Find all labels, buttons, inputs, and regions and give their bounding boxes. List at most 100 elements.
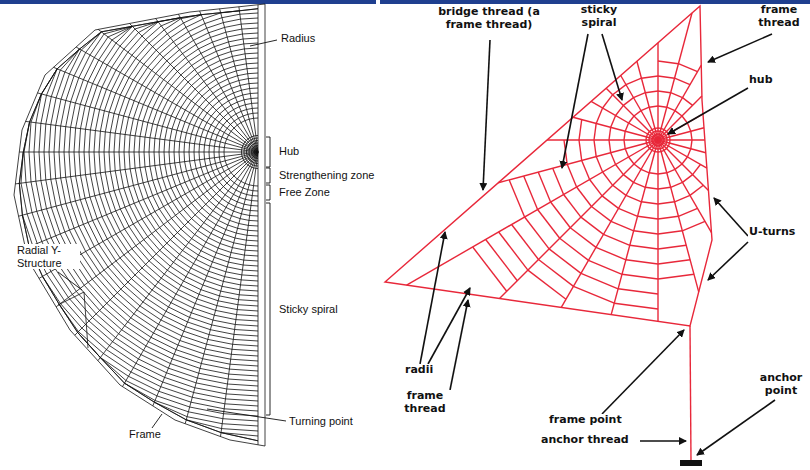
- sticky-spiral-segment: [634, 164, 641, 169]
- spiral-segment: [250, 157, 252, 158]
- spiral-segment: [252, 155, 253, 157]
- spiral-segment: [209, 139, 210, 145]
- hub-ring: [656, 145, 658, 147]
- spiral-segment: [188, 222, 198, 231]
- radius-thread: [407, 140, 658, 285]
- spiral-segment: [251, 164, 253, 166]
- spiral-segment: [180, 15, 201, 18]
- spiral-segment: [209, 335, 233, 340]
- spiral-segment: [160, 64, 171, 76]
- spiral-segment: [211, 179, 215, 185]
- spiral-segment: [196, 128, 199, 136]
- sticky-spiral-segment: [658, 91, 671, 93]
- spiral-segment: [222, 61, 234, 65]
- spiral-segment: [160, 228, 171, 240]
- sticky-spiral-segment: [629, 157, 634, 164]
- spiral-segment: [199, 152, 201, 160]
- spiral-segment: [240, 84, 249, 86]
- spiral-segment: [148, 237, 160, 251]
- radii-label: radii: [404, 364, 434, 377]
- spiral-segment: [203, 194, 209, 201]
- spiral-segment: [59, 126, 61, 152]
- hub-ring: [666, 140, 668, 142]
- spiral-segment: [199, 373, 228, 379]
- spiral-segment: [246, 154, 247, 156]
- spiral-segment: [257, 145, 259, 146]
- spiral-segment: [172, 359, 200, 369]
- spiral-segment: [226, 29, 242, 32]
- spiral-segment: [255, 154, 256, 155]
- spiral-segment: [59, 152, 61, 178]
- spiral-segment: [191, 170, 194, 179]
- spiral-segment: [148, 108, 153, 122]
- spiral-segment: [189, 143, 191, 152]
- spiral-segment: [239, 224, 249, 226]
- spiral-segment: [236, 233, 247, 235]
- radius-line: [130, 24, 259, 153]
- spiral-segment: [153, 196, 160, 209]
- spiral-segment: [250, 143, 251, 144]
- spiral-segment: [34, 123, 36, 152]
- sticky-spiral-segment: [649, 173, 658, 174]
- spiral-segment: [79, 55, 90, 78]
- spiral-segment: [214, 229, 224, 234]
- spiral-segment: [243, 38, 258, 39]
- spiral-segment: [176, 186, 181, 196]
- spiral-segment: [234, 118, 238, 121]
- spiral-segment: [185, 101, 191, 110]
- spiral-segment: [207, 219, 216, 225]
- spiral-segment: [186, 420, 221, 433]
- spiral-segment: [158, 112, 162, 125]
- spiral-segment: [37, 211, 47, 239]
- sticky-spiral-segment: [579, 140, 582, 160]
- sticky-spiral-segment: [528, 270, 566, 299]
- sticky-spiral-segment: [671, 182, 683, 187]
- spiral-segment: [54, 152, 56, 179]
- spiral-segment: [133, 224, 144, 240]
- spiral-segment: [231, 49, 244, 52]
- spiral-segment: [192, 219, 201, 227]
- spiral-segment: [244, 99, 251, 100]
- spiral-segment: [221, 84, 230, 88]
- spiral-segment: [249, 154, 250, 155]
- radius-line: [75, 152, 258, 335]
- hub-ring: [666, 138, 668, 140]
- hub-ring: [654, 138, 655, 140]
- spiral-segment: [186, 420, 221, 433]
- spiral-segment: [143, 183, 148, 198]
- spiral-segment: [231, 114, 236, 117]
- spiral-segment: [226, 93, 234, 97]
- spiral-segment: [120, 78, 129, 96]
- spiral-segment: [174, 354, 201, 363]
- spiral-segment: [249, 184, 253, 186]
- spiral-segment: [248, 158, 250, 159]
- spiral-segment: [216, 310, 237, 314]
- spiral-segment: [117, 293, 137, 310]
- spiral-segment: [24, 122, 30, 152]
- spiral-segment: [254, 152, 255, 154]
- sticky-spiral-segment: [626, 260, 658, 264]
- spiral-segment: [84, 152, 86, 175]
- spiral-segment: [246, 151, 247, 153]
- sticky-spiral-segment: [693, 165, 701, 175]
- sticky-spiral-segment: [690, 185, 703, 195]
- spiral-segment: [251, 151, 252, 153]
- spiral-segment: [256, 143, 257, 144]
- spiral-segment: [125, 170, 129, 187]
- spiral-segment: [218, 301, 238, 305]
- spiral-segment: [165, 128, 167, 140]
- spiral-segment: [223, 121, 227, 125]
- sticky-spiral-segment: [609, 140, 611, 153]
- spiral-segment: [222, 133, 224, 138]
- radius-line: [178, 14, 258, 152]
- spiral-segment: [207, 116, 211, 122]
- u-turns-label: U-turns: [748, 226, 796, 239]
- spiral-segment: [250, 210, 258, 212]
- spiral-segment: [144, 240, 156, 254]
- spiral-segment: [252, 103, 258, 104]
- spiral-segment: [241, 152, 242, 154]
- spiral-segment: [214, 141, 215, 147]
- spiral-segment: [225, 277, 242, 280]
- spiral-segment: [250, 166, 252, 168]
- spiral-segment: [241, 121, 245, 123]
